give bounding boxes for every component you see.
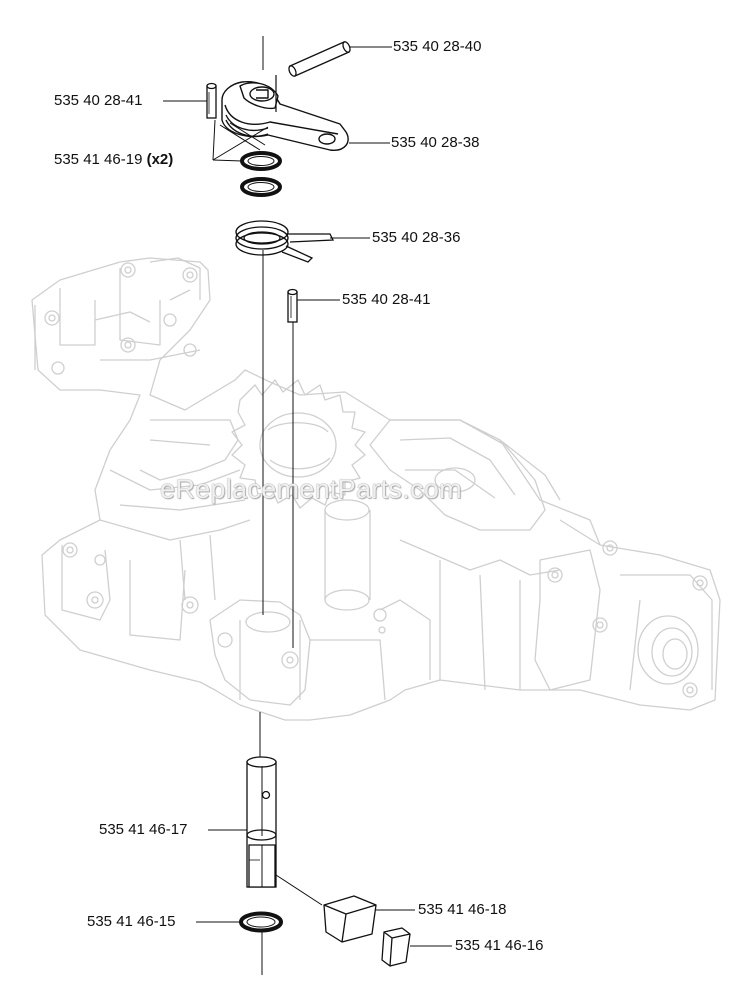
watermark: eReplacementParts.com — [160, 474, 462, 504]
callout-label-535-40-28-38: 535 40 28-38 — [391, 134, 480, 151]
pin-part-40 — [288, 41, 351, 77]
callout-label-535-41-46-18: 535 41 46-18 — [418, 901, 507, 918]
pin-part-41-lower — [287, 288, 298, 323]
leader-lines — [163, 46, 452, 947]
callout-label-535-40-28-36: 535 40 28-36 — [372, 229, 461, 246]
callout-quantity: (x2) — [146, 151, 174, 168]
lever-arm-part-38 — [219, 75, 349, 151]
pin-part-41-upper — [206, 82, 217, 119]
callout-label-535-40-28-41-upper: 535 40 28-41 — [54, 92, 143, 109]
shaft-part-17 — [246, 756, 323, 906]
callout-label-535-40-28-40: 535 40 28-40 — [393, 38, 482, 55]
retaining-rings-part-19 — [240, 151, 282, 197]
callout-label-535-41-46-19: 535 41 46-19 (x2) — [54, 151, 173, 169]
small-block-part-16 — [381, 927, 411, 967]
callout-label-535-41-46-17: 535 41 46-17 — [99, 821, 188, 838]
axis-lines — [259, 36, 294, 975]
transmission-housing — [31, 257, 721, 721]
callout-label-535-41-46-15: 535 41 46-15 — [87, 913, 176, 930]
snap-ring-part-15 — [239, 911, 283, 933]
callout-part-number: 535 41 46-19 — [54, 151, 143, 168]
block-part-18 — [323, 895, 377, 943]
callout-label-535-41-46-16: 535 41 46-16 — [455, 937, 544, 954]
callout-label-535-40-28-41-lower: 535 40 28-41 — [342, 291, 431, 308]
torsion-spring-part-36 — [235, 220, 335, 263]
